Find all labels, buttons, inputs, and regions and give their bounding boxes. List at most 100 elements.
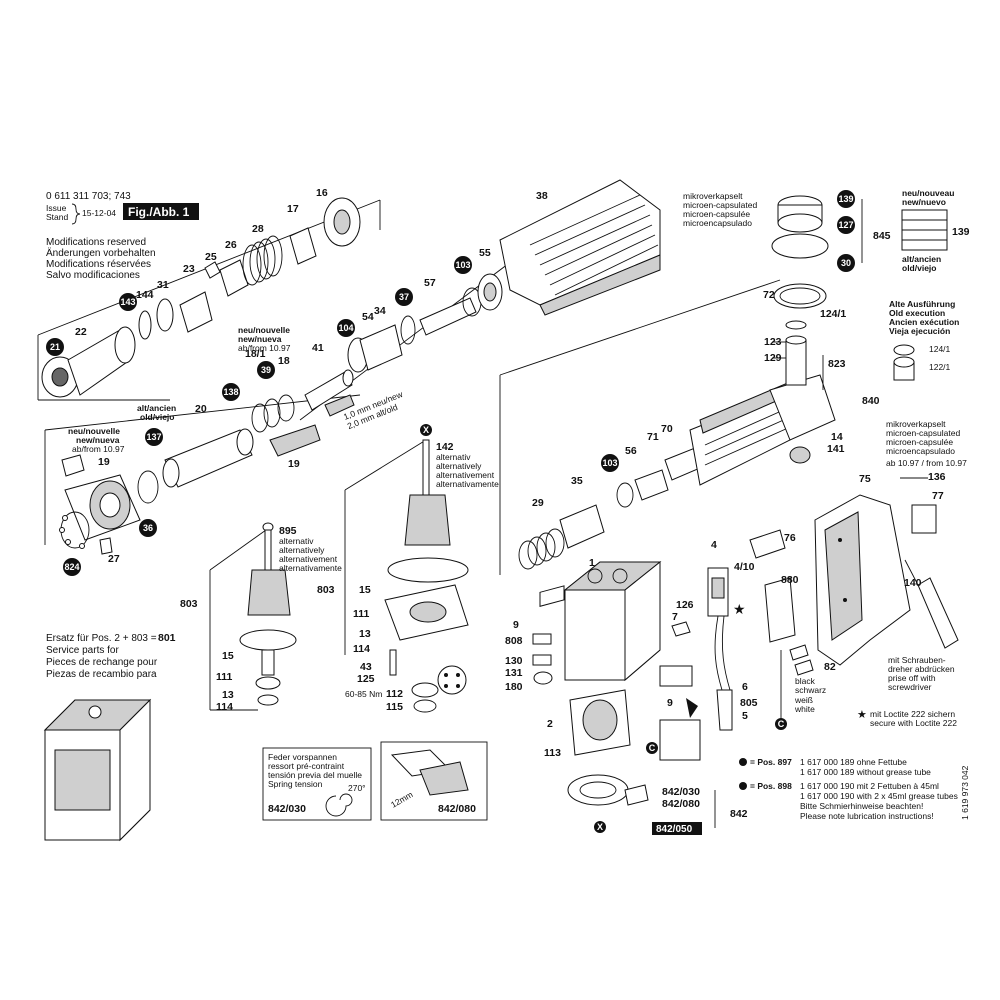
svg-text:alternativ: alternativ <box>436 452 471 462</box>
svg-text:Modifications reserved: Modifications reserved <box>46 237 146 248</box>
svg-text:1 617 000 190 with 2 x 45ml gr: 1 617 000 190 with 2 x 45ml grease tubes <box>800 791 958 801</box>
part-shim <box>324 394 355 417</box>
part-25-pin <box>204 261 221 279</box>
svg-text:127: 127 <box>838 220 853 230</box>
label-4-10: 4/10 <box>734 561 755 573</box>
label-26: 26 <box>225 239 237 251</box>
callout-x-bottom: X <box>594 821 606 833</box>
torque-note: 60-85 Nm <box>345 689 382 699</box>
part-880-bracket <box>764 577 796 643</box>
part-124-1-ring <box>785 320 807 330</box>
part-112-ring <box>411 682 439 698</box>
label-803-center: 803 <box>317 584 335 596</box>
svg-text:X: X <box>597 822 603 832</box>
label-136: 136 <box>928 471 946 483</box>
callout-138: 138 <box>222 383 240 401</box>
part-20-spindle <box>162 428 254 488</box>
part-27-screw <box>99 537 113 555</box>
part-7-clip <box>671 621 691 637</box>
mikro-right-note: mikroverkapselt microen-capsulated micro… <box>886 419 967 468</box>
label-34: 34 <box>374 305 386 317</box>
part-1-gear-housing <box>563 560 662 682</box>
svg-text:824: 824 <box>64 562 79 572</box>
neu-new-note-mid: neu/nouvelle new/nueva ab/from 10.97 <box>238 325 291 353</box>
svg-text:alternatively: alternatively <box>279 545 325 555</box>
part-801-service-housing <box>43 698 152 842</box>
svg-text:142: 142 <box>436 441 454 453</box>
part-823-crank <box>785 335 807 386</box>
label-123: 123 <box>764 336 782 348</box>
part-104-guide <box>347 324 403 373</box>
label-842-030: 842/030 <box>662 786 700 798</box>
part-112-bearing <box>437 665 467 695</box>
svg-text:microen-capsulée: microen-capsulée <box>886 437 953 447</box>
svg-text:Old execution: Old execution <box>889 308 945 318</box>
svg-text:842/080: 842/080 <box>438 803 476 815</box>
svg-text:new/nuevo: new/nuevo <box>902 197 946 207</box>
label-54: 54 <box>362 311 374 323</box>
gap-inset: 12mm 842/080 <box>380 741 488 821</box>
svg-text:mikroverkapselt: mikroverkapselt <box>886 419 946 429</box>
svg-text:Änderungen vorbehalten: Änderungen vorbehalten <box>46 247 156 259</box>
svg-text:104: 104 <box>338 323 353 333</box>
part-31-washer <box>156 298 174 332</box>
label-31: 31 <box>157 279 169 291</box>
part-29-spring <box>518 528 565 570</box>
callout-c-right: C <box>775 718 787 730</box>
label-842-080: 842/080 <box>662 798 700 810</box>
callout-30: 30 <box>837 254 855 272</box>
part-6-cable <box>714 615 733 731</box>
svg-text:prise off with: prise off with <box>888 673 936 683</box>
part-38-cylinder <box>499 179 661 316</box>
alte-ausfuehrung-note: Alte Ausführung Old execution Ancien exé… <box>889 299 959 381</box>
part-57-tube <box>419 297 477 336</box>
svg-text:Service parts for: Service parts for <box>46 645 119 656</box>
part-21-cap <box>41 356 79 398</box>
label-5: 5 <box>742 710 748 722</box>
model-number: 0 611 311 703; 743 <box>46 191 131 202</box>
screwdriver-icon <box>904 559 959 649</box>
svg-text:21: 21 <box>50 342 60 352</box>
label-43: 43 <box>360 661 372 673</box>
svg-text:12mm: 12mm <box>389 789 414 809</box>
label-76: 76 <box>784 532 796 544</box>
label-125: 125 <box>357 673 375 685</box>
label-880: 880 <box>781 574 799 586</box>
label-57: 57 <box>424 277 436 289</box>
part-77-cover <box>911 504 937 534</box>
svg-text:microencapsulado: microencapsulado <box>886 446 955 456</box>
part-56-bushing <box>634 469 669 501</box>
plate-9-left <box>539 585 565 607</box>
svg-text:weiß: weiß <box>794 695 813 705</box>
label-2: 2 <box>547 718 553 730</box>
label-16: 16 <box>316 187 328 199</box>
part-803-armature-left <box>239 522 297 706</box>
document-number: 1 619 973 042 <box>960 765 970 820</box>
callout-103-mid: 103 <box>601 454 619 472</box>
callout-103-top: 103 <box>454 256 472 274</box>
issue-date: 15-12-04 <box>82 208 116 218</box>
svg-text:alternativamente: alternativamente <box>436 479 499 489</box>
label-28: 28 <box>252 223 264 235</box>
label-18: 18 <box>278 355 290 367</box>
grease-note: = Pos. 897 1 617 000 189 ohne Fettube 1 … <box>739 757 958 821</box>
part-82-cable-ends <box>789 644 814 676</box>
svg-text:ab 10.97 / from 10.97: ab 10.97 / from 10.97 <box>886 458 967 468</box>
part-115-ring <box>413 699 437 713</box>
label-27: 27 <box>108 553 120 565</box>
part-34-ring <box>400 315 416 345</box>
label-71: 71 <box>647 431 659 443</box>
label-112: 112 <box>386 688 403 700</box>
neu-alt-top-right: neu/nouveau new/nuevo alt/ancien old/vie… <box>901 188 970 273</box>
svg-text:alt/ancien: alt/ancien <box>137 403 176 413</box>
svg-text:C: C <box>778 719 785 729</box>
svg-text:103: 103 <box>602 458 617 468</box>
svg-text:103: 103 <box>455 260 470 270</box>
label-7: 7 <box>672 611 678 623</box>
svg-text:Modifications réservées: Modifications réservées <box>46 259 151 270</box>
brush-detail <box>659 698 701 761</box>
svg-text:new/nueva: new/nueva <box>76 435 120 445</box>
label-808-plate <box>532 633 552 645</box>
label-180: 180 <box>505 681 523 693</box>
part-28-spring <box>242 235 283 286</box>
